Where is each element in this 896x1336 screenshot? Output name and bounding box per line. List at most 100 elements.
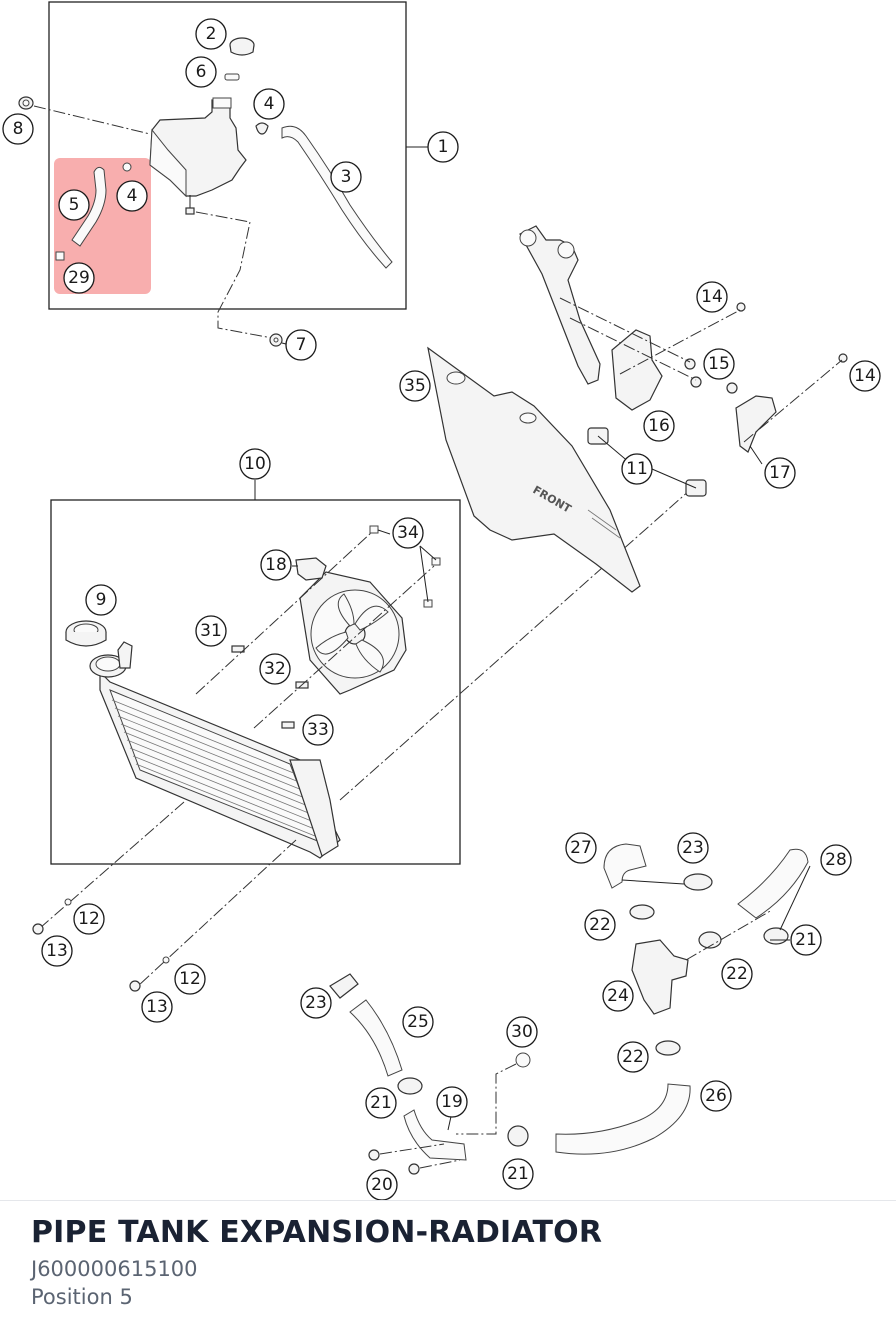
clamp-23-upper[interactable] xyxy=(683,873,713,891)
clamp-22-c[interactable] xyxy=(655,1040,681,1056)
callout-21-bottom[interactable]: 21 xyxy=(502,1158,534,1190)
callout-24[interactable]: 24 xyxy=(602,980,634,1012)
callout-32[interactable]: 32 xyxy=(259,653,291,685)
callout-7[interactable]: 7 xyxy=(285,329,317,361)
callout-28[interactable]: 28 xyxy=(820,844,852,876)
callout-13-upper[interactable]: 13 xyxy=(41,935,73,967)
svg-text:22: 22 xyxy=(726,964,748,984)
callout-20[interactable]: 20 xyxy=(366,1169,398,1200)
washer-12-lower[interactable] xyxy=(162,956,170,964)
exploded-parts-diagram: FRONT xyxy=(2,1,881,1200)
callout-26[interactable]: 26 xyxy=(700,1080,732,1112)
hose-end-cap[interactable] xyxy=(55,251,65,261)
callout-35[interactable]: 35 xyxy=(399,370,431,402)
hose-28[interactable] xyxy=(737,848,809,919)
callout-22-upper[interactable]: 22 xyxy=(584,909,616,941)
hose-clip-top[interactable] xyxy=(255,122,269,135)
expansion-tank[interactable] xyxy=(149,97,247,215)
callout-21-right[interactable]: 21 xyxy=(790,924,822,956)
radiator-cap[interactable] xyxy=(65,620,107,647)
callout-5[interactable]: 5 xyxy=(58,189,90,221)
radiator-mount-bracket[interactable] xyxy=(519,225,663,411)
callout-27[interactable]: 27 xyxy=(565,832,597,864)
tank-mounting-screw[interactable] xyxy=(269,333,283,347)
callout-31[interactable]: 31 xyxy=(195,615,227,647)
bracket-bolt-14-a[interactable] xyxy=(736,302,746,312)
callout-12-upper[interactable]: 12 xyxy=(73,903,105,935)
nut-13-upper[interactable] xyxy=(32,923,44,935)
clamp-21-right[interactable] xyxy=(763,927,789,945)
tank-hose-pipe[interactable] xyxy=(71,166,107,247)
screw-20-a[interactable] xyxy=(368,1149,380,1161)
callout-19[interactable]: 19 xyxy=(436,1086,468,1118)
callout-11[interactable]: 11 xyxy=(621,453,653,485)
clamp-21-bottom[interactable] xyxy=(507,1125,529,1147)
callout-25[interactable]: 25 xyxy=(402,1006,434,1038)
bracket-nut-17[interactable] xyxy=(726,382,738,394)
screw-20-b[interactable] xyxy=(408,1163,420,1175)
callout-13-lower[interactable]: 13 xyxy=(141,991,173,1023)
radiator[interactable] xyxy=(89,641,341,859)
fan-grommet-b[interactable] xyxy=(431,557,441,566)
callout-18[interactable]: 18 xyxy=(260,549,292,581)
callout-30[interactable]: 30 xyxy=(506,1016,538,1048)
fan-bolt-33[interactable] xyxy=(281,721,295,729)
callout-22-lower[interactable]: 22 xyxy=(617,1041,649,1073)
svg-text:35: 35 xyxy=(404,376,426,396)
clamp-22-a[interactable] xyxy=(629,904,655,920)
side-bracket[interactable] xyxy=(735,395,777,453)
callout-15[interactable]: 15 xyxy=(703,348,735,380)
cooling-fan[interactable] xyxy=(299,571,407,695)
hose-26[interactable] xyxy=(555,1083,691,1155)
part-title: PIPE TANK EXPANSION-RADIATOR xyxy=(31,1215,603,1250)
bracket-nut-15-b[interactable] xyxy=(690,376,702,388)
clamp-21-left[interactable] xyxy=(397,1077,423,1095)
callout-14-left[interactable]: 14 xyxy=(696,281,728,313)
tank-spring[interactable] xyxy=(224,73,240,81)
bracket-bolt-14-b[interactable] xyxy=(838,353,848,363)
callout-3[interactable]: 3 xyxy=(330,161,362,193)
tank-cap[interactable] xyxy=(229,37,255,56)
callout-6[interactable]: 6 xyxy=(185,56,217,88)
callout-9[interactable]: 9 xyxy=(85,584,117,616)
callout-4-upper[interactable]: 4 xyxy=(253,88,285,120)
hose-25[interactable] xyxy=(349,999,403,1077)
callout-22-right[interactable]: 22 xyxy=(721,958,753,990)
callout-1[interactable]: 1 xyxy=(427,131,459,163)
svg-text:32: 32 xyxy=(264,659,286,679)
svg-text:13: 13 xyxy=(146,997,168,1017)
callout-4-lower[interactable]: 4 xyxy=(116,180,148,212)
callout-16[interactable]: 16 xyxy=(643,410,675,442)
svg-text:28: 28 xyxy=(825,850,847,870)
radiator-shield-plate[interactable] xyxy=(427,346,641,593)
nut-13-lower[interactable] xyxy=(129,980,141,992)
bracket-nut-15-a[interactable] xyxy=(684,358,696,370)
callout-34[interactable]: 34 xyxy=(392,517,424,549)
callout-10[interactable]: 10 xyxy=(239,448,271,480)
callout-23-upper[interactable]: 23 xyxy=(677,832,709,864)
callout-33[interactable]: 33 xyxy=(302,714,334,746)
svg-text:23: 23 xyxy=(305,993,327,1013)
callout-23-lower[interactable]: 23 xyxy=(300,987,332,1019)
callout-2[interactable]: 2 xyxy=(195,18,227,50)
clamp-23-lower[interactable] xyxy=(329,973,359,999)
callout-17[interactable]: 17 xyxy=(764,457,796,489)
svg-text:15: 15 xyxy=(708,354,730,374)
callout-14-right[interactable]: 14 xyxy=(849,360,881,392)
o-ring-30[interactable] xyxy=(515,1052,531,1068)
callout-8[interactable]: 8 xyxy=(2,113,34,145)
pipe-19[interactable] xyxy=(403,1109,467,1161)
washer-12-upper[interactable] xyxy=(64,898,72,906)
callout-21-left[interactable]: 21 xyxy=(365,1087,397,1119)
callout-29[interactable]: 29 xyxy=(63,262,95,294)
rubber-plug[interactable] xyxy=(18,96,34,110)
fan-connector[interactable] xyxy=(295,557,327,581)
hose-27[interactable] xyxy=(603,843,647,889)
hose-clip-small[interactable] xyxy=(122,162,132,172)
svg-text:14: 14 xyxy=(854,366,876,386)
thermostat-housing[interactable] xyxy=(631,939,689,1015)
fan-grommet-a[interactable] xyxy=(369,525,379,534)
callout-12-lower[interactable]: 12 xyxy=(174,963,206,995)
fan-bolt-31[interactable] xyxy=(231,645,245,653)
overflow-hose[interactable] xyxy=(281,125,393,269)
